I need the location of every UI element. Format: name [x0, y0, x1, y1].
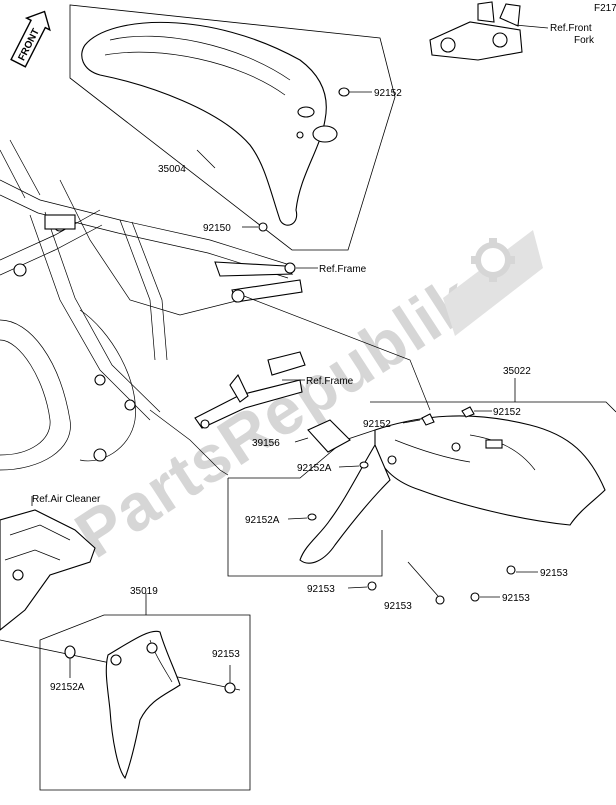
label-92153-e: 92153 — [212, 649, 240, 660]
label-92150: 92150 — [203, 223, 231, 234]
label-92153-a: 92153 — [307, 584, 335, 595]
rear-fender-panel-left — [228, 429, 376, 479]
ref-front-fork-line1: Ref.Front — [550, 23, 592, 34]
clip-92152A-b[interactable] — [307, 513, 317, 521]
label-35004: 35004 — [158, 164, 186, 175]
ref-frame-2: Ref.Frame — [306, 376, 354, 387]
bolt-92153-c[interactable] — [470, 592, 480, 602]
label-92152-top: 92152 — [374, 88, 402, 99]
label-92152-a: 92152 — [363, 419, 391, 430]
label-92152A-a: 92152A — [297, 463, 332, 474]
label-92153-d: 92153 — [540, 568, 568, 579]
label-92152A-c: 92152A — [50, 682, 85, 693]
pad-39156[interactable] — [307, 419, 351, 453]
ref-front-fork-line2: Fork — [574, 35, 595, 46]
watermark: PartsRepublik — [62, 230, 543, 572]
clip-92152A-c[interactable] — [64, 645, 76, 659]
rear-fender-leader — [227, 478, 383, 577]
frame-bracket-ref — [194, 351, 306, 429]
bolt-92153-e[interactable] — [224, 682, 236, 694]
front-fender-panel — [69, 4, 396, 251]
label-92152A-b: 92152A — [245, 515, 280, 526]
label-35019: 35019 — [130, 586, 158, 597]
mud-guard-panel — [39, 614, 251, 791]
label-92152-b: 92152 — [493, 407, 521, 418]
label-39156: 39156 — [252, 438, 280, 449]
mud-guard-35019[interactable] — [105, 630, 181, 780]
diagram-code: F2170 — [594, 3, 616, 14]
front-fender-35004[interactable] — [81, 21, 338, 226]
bolt-92153-a[interactable] — [367, 581, 377, 591]
front-fork-ref — [429, 1, 549, 61]
rear-fender-35022[interactable] — [299, 415, 606, 564]
clip-92152-a[interactable] — [421, 413, 435, 426]
ref-frame-1: Ref.Frame — [319, 264, 367, 275]
bolt-92153-d[interactable] — [506, 565, 516, 575]
air-cleaner-ref — [0, 509, 96, 631]
label-35022: 35022 — [503, 366, 531, 377]
rear-fender-panel-top — [370, 401, 616, 413]
label-92153-c: 92153 — [502, 593, 530, 604]
bolt-92150[interactable] — [258, 222, 268, 232]
watermark-gear-icon — [443, 230, 543, 336]
bolt-92153-b[interactable] — [435, 595, 445, 605]
clip-92152A-a[interactable] — [359, 461, 369, 469]
label-92153-b: 92153 — [384, 601, 412, 612]
frame-ref — [0, 139, 431, 476]
clip-92152-b[interactable] — [461, 406, 475, 418]
ref-air-cleaner: Ref.Air Cleaner — [32, 494, 101, 505]
clip-92152-top[interactable] — [338, 87, 350, 97]
front-arrow-badge: FRONT — [10, 10, 51, 68]
